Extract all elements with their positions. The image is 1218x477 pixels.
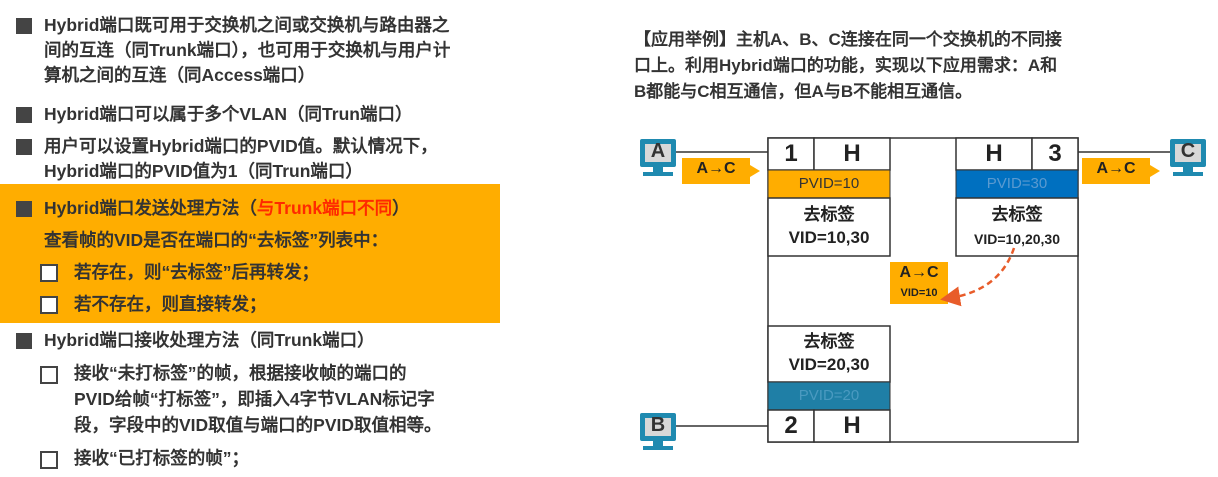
bullet-2: Hybrid端口可以属于多个VLAN（同Trun端口）: [44, 104, 413, 124]
port3-untag-vids: VID=10,20,30: [973, 231, 1060, 247]
frame-inner-label: A→C: [899, 264, 939, 281]
bullet-4-case-2: 若不存在，则直接转发；: [74, 294, 267, 314]
bullet-3-line-1: 用户可以设置Hybrid端口的PVID值。默认情况下，: [44, 136, 438, 156]
example-line-3: B都能与C相互通信，但A与B不能相互通信。: [634, 82, 973, 101]
port2-type-cell: [813, 409, 891, 443]
host-a-icon: [640, 139, 676, 176]
frame-out-c-label: A→C: [1096, 160, 1136, 177]
port3-pvid-cell: [955, 169, 1079, 199]
host-a-label: A: [650, 140, 666, 162]
checkbox-icon: [40, 264, 58, 282]
bullet-5-case-1-line-3: 段，字段中的VID取值与端口的PVID取值相等。: [74, 415, 442, 435]
frame-out-c-bg: [1082, 158, 1150, 184]
bullet-square: [16, 201, 32, 217]
bullet-4-prefix: Hybrid端口发送处理方法（: [44, 198, 257, 218]
port2-untag-cell: [767, 325, 891, 383]
port1-type: H: [843, 140, 861, 167]
port2-pvid: PVID=20: [798, 387, 860, 404]
port2-untag-vids: VID=20,30: [788, 355, 870, 374]
bullet-4-red-text: 与Trunk端口不同: [256, 198, 393, 218]
forward-arrow: [940, 247, 1016, 307]
port3-type-cell: [955, 137, 1033, 171]
checkbox-icon: [40, 451, 58, 469]
bullet-5: Hybrid端口接收处理方法（同Trunk端口）: [44, 330, 375, 350]
host-b-icon: [640, 413, 676, 450]
port2-pvid-cell: [767, 381, 891, 411]
port3-pvid: PVID=30: [986, 175, 1048, 192]
port2-type: H: [843, 412, 861, 439]
bullet-4-case-1: 若存在，则“去标签”后再转发；: [74, 262, 319, 282]
port3-untag-title: 去标签: [991, 205, 1043, 224]
frame-out-c-arrow: [1150, 165, 1160, 177]
bullet-5-case-2: 接收“已打标签的帧”；: [74, 448, 249, 468]
port1-num-cell: [767, 137, 815, 171]
port1-number: 1: [784, 140, 798, 167]
bullet-1-line-2: 间的互连（同Trunk端口），也可用于交换机与用户计: [44, 40, 451, 60]
port1-untag-cell: [767, 197, 891, 257]
bullet-4-sub: 查看帧的VID是否在端口的“去标签”列表中：: [44, 230, 389, 250]
bullet-square: [16, 139, 32, 155]
bullet-5-case-1-line-2: PVID给帧“打标签”，即插入4字节VLAN标记字: [74, 389, 435, 409]
checkbox-icon: [40, 366, 58, 384]
bullet-square: [16, 18, 32, 34]
frame-inner-vid: VID=10: [900, 287, 938, 299]
host-b-label: B: [650, 414, 666, 436]
example-line-2: 口上。利用Hybrid端口的功能，实现以下应用需求：A和: [634, 56, 1058, 75]
bullet-1-line-1: Hybrid端口既可用于交换机之间或交换机与路由器之: [44, 15, 450, 35]
port1-pvid-cell: [767, 169, 891, 199]
port2-num-cell: [767, 409, 815, 443]
port3-num-cell: [1031, 137, 1079, 171]
port1-untag-vids: VID=10,30: [788, 228, 870, 247]
frame-in-a-bg: [682, 158, 750, 184]
checkbox-icon: [40, 296, 58, 314]
bullet-5-case-1-line-1: 接收“未打标签”的帧，根据接收帧的端口的: [74, 363, 407, 383]
port1-untag-title: 去标签: [803, 205, 855, 224]
bullet-3-line-2: Hybrid端口的PVID值为1（同Trun端口）: [44, 161, 363, 181]
port3-type: H: [985, 140, 1003, 167]
port2-untag-title: 去标签: [803, 332, 855, 351]
port3-untag-cell: [955, 197, 1079, 257]
frame-in-a-arrow: [750, 165, 760, 177]
port1-pvid: PVID=10: [798, 175, 860, 192]
bullet-1-line-3: 算机之间的互连（同Access端口）: [44, 65, 316, 85]
example-line-1: 【应用举例】主机A、B、C连接在同一个交换机的不同接: [634, 30, 1062, 49]
bullet-square: [16, 333, 32, 349]
port1-type-cell: [813, 137, 891, 171]
host-c-icon: [1170, 139, 1206, 176]
port3-number: 3: [1048, 140, 1062, 167]
bullet-square: [16, 107, 32, 123]
bullet-4-suffix: ）: [392, 198, 410, 218]
frame-inner-bg: [890, 262, 948, 304]
send-method-highlight: [0, 184, 500, 323]
bullet-4: Hybrid端口发送处理方法（与Trunk端口不同）: [44, 197, 410, 220]
host-c-label: C: [1180, 140, 1196, 162]
frame-in-a-label: A→C: [696, 160, 736, 177]
port2-number: 2: [784, 412, 798, 439]
